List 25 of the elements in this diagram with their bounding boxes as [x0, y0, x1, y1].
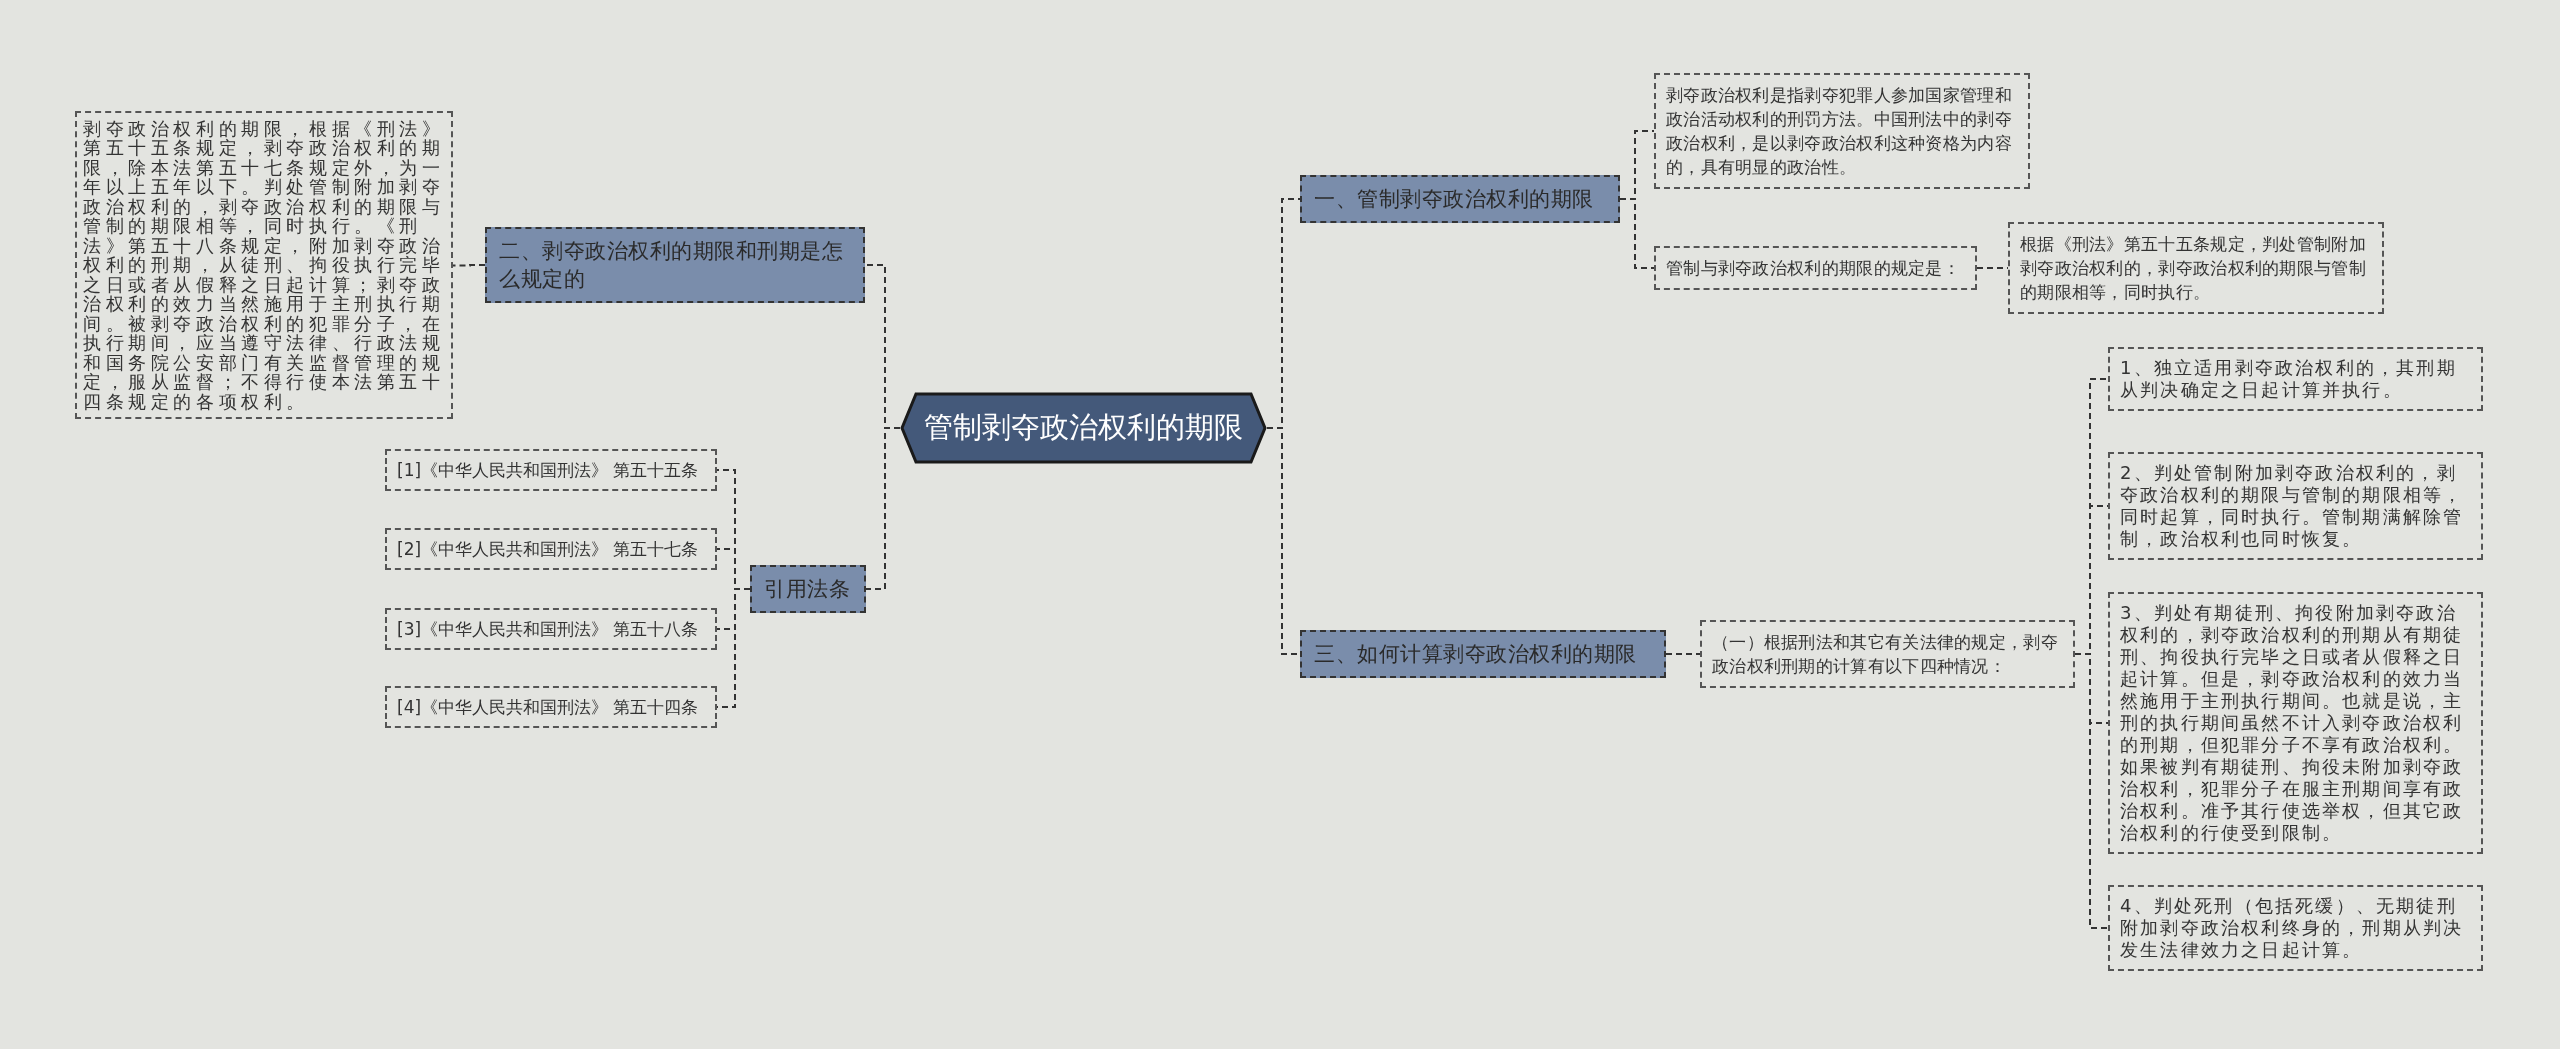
note-box: 4、判处死刑（包括死缓）、无期徒刑附加剥夺政治权利终身的，刑期从判决发生法律效力之日起计算。: [2108, 885, 2483, 971]
connector-line: [1665, 653, 1701, 655]
topic-box: 三、如何计算剥夺政治权利的期限: [1300, 630, 1666, 678]
note-box: 剥夺政治权利是指剥夺犯罪人参加国家管理和政治活动权利的刑罚方法。中国刑法中的剥夺政治权利，是以剥夺政治权利这种资格为内容的，具有明显的政治性。: [1654, 73, 2030, 189]
connector-line: [452, 264, 486, 267]
note-box: 根据《刑法》第五十五条规定，判处管制附加剥夺政治权利的，剥夺政治权利的期限与管制的期限相等，同时执行。: [2008, 222, 2384, 314]
connector-line: [1976, 267, 2009, 269]
topic-box: 引用法条: [750, 565, 866, 613]
topic-box: 一、管制剥夺政治权利的期限: [1300, 175, 1620, 223]
connector-line: [2074, 653, 2109, 929]
note-box: 3、判处有期徒刑、拘役附加剥夺政治权利的，剥夺政治权利的刑期从有期徒刑、拘役执行完毕之日或者从假释之日起计算。但是，剥夺政治权利的效力当然施用于主刑执行期间。也就是说，主刑的执行期间虽然不计入剥夺政治权利的刑期，但犯罪分子不享有政治权利。如果被判有期徒刑、拘役未附加剥夺政治权利，犯罪分子在服主刑期间享有政治权利。准予其行使选举权，但其它政治权利的行使受到限制。: [2108, 592, 2483, 854]
connector-line: [865, 427, 901, 590]
connector-line: [1619, 198, 1655, 269]
note-box: 1、独立适用剥夺政治权利的，其刑期从判决确定之日起计算并执行。: [2108, 347, 2483, 411]
note-box: 剥夺政治权利的期限，根据《刑法》第五十五条规定，剥夺政治权利的期限，除本法第五十七条规定外，为一年以上五年以下。判处管制附加剥夺政治权利的，剥夺政治权利的期限与管制的期限相等，同时执行。《刑法》第五十八条规定，附加剥夺政治权利的刑期，从徒刑、拘役执行完毕之日或者从假释之日起计算；剥夺政治权利的效力当然施用于主刑执行期间。被剥夺政治权利的犯罪分子，在执行期间，应当遵守法律、行政法规和国务院公安部门有关监督管理的规定，服从监督；不得行使本法第五十四条规定的各项权利。: [75, 110, 453, 419]
note-box: （一）根据刑法和其它有关法律的规定，剥夺政治权利刑期的计算有以下四种情况：: [1700, 620, 2075, 688]
note-box: [1]《中华人民共和国刑法》 第五十五条: [385, 449, 717, 491]
note-box: [4]《中华人民共和国刑法》 第五十四条: [385, 686, 717, 728]
note-box: 2、判处管制附加剥夺政治权利的，剥夺政治权利的期限与管制的期限相等，同时起算，同时执行。管制期满解除管制，政治权利也同时恢复。: [2108, 452, 2483, 560]
note-box: [3]《中华人民共和国刑法》 第五十八条: [385, 608, 717, 650]
central-topic-box: 管制剥夺政治权利的期限: [900, 392, 1267, 464]
connector-line: [716, 588, 751, 708]
note-box: 管制与剥夺政治权利的期限的规定是：: [1654, 246, 1977, 290]
note-box: [2]《中华人民共和国刑法》 第五十七条: [385, 528, 717, 570]
topic-box: 二、剥夺政治权利的期限和刑期是怎么规定的: [485, 227, 865, 303]
